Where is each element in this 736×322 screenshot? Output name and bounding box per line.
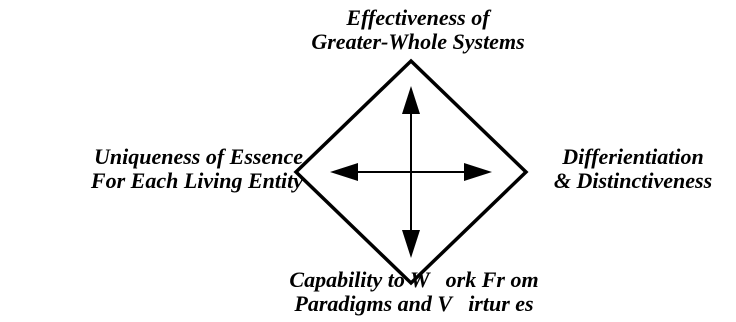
label-right-line-1: Differientiation — [562, 144, 704, 169]
label-bottom-line-2: Paradigms and V irtur es — [294, 291, 534, 316]
arrow-left-head — [330, 163, 358, 181]
arrow-down-head — [402, 230, 420, 258]
label-left-line-2: For Each Living Entity — [90, 168, 303, 193]
label-bottom-line-1: Capability to W ork Fr om — [289, 267, 539, 292]
label-bottom: Capability to W ork Fr om Paradigms and … — [258, 268, 570, 316]
horizontal-double-arrow — [330, 163, 492, 181]
label-top-line-1: Effectiveness of — [346, 5, 490, 30]
arrow-right-head — [464, 163, 492, 181]
label-top-line-2: Greater-Whole Systems — [311, 29, 525, 54]
arrow-up-head — [402, 86, 420, 114]
label-top: Effectiveness of Greater-Whole Systems — [268, 6, 568, 54]
diamond-shape — [293, 58, 529, 286]
label-left-line-1: Uniqueness of Essence — [93, 144, 303, 169]
vertical-double-arrow — [402, 86, 420, 258]
label-left: Uniqueness of Essence For Each Living En… — [5, 145, 303, 193]
label-right-line-2: & Distinctiveness — [553, 168, 713, 193]
label-right: Differientiation & Distinctiveness — [535, 145, 731, 193]
